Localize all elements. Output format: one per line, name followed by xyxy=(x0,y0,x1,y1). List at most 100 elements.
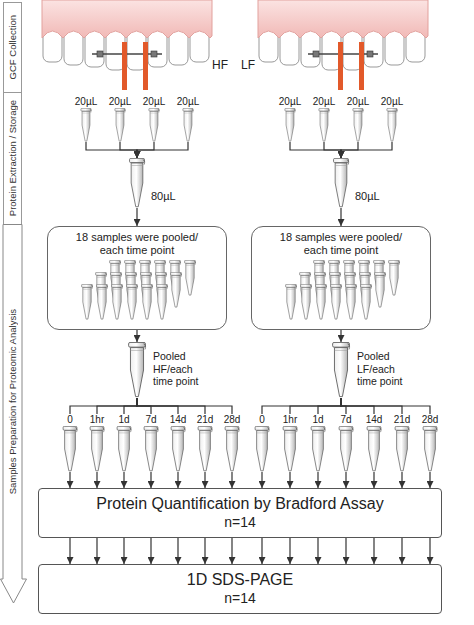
tube-label: 1d xyxy=(104,414,144,426)
flow-connector xyxy=(136,208,137,226)
tube-label: 14d xyxy=(158,414,198,426)
flow-connector xyxy=(261,472,262,488)
process-box: 1D SDS-PAGEn=14 xyxy=(38,564,442,614)
flow-connector xyxy=(137,142,154,158)
flow-connector xyxy=(290,142,341,158)
dental-arch xyxy=(258,0,428,90)
sample-tube: 20µL xyxy=(71,96,101,142)
flow-connector xyxy=(401,538,402,564)
flow-connector xyxy=(341,398,430,414)
tube-shape xyxy=(198,426,212,470)
tube-label: 21d xyxy=(185,414,225,426)
tube-label: 1hr xyxy=(77,414,117,426)
tube-label: 28d xyxy=(212,414,252,426)
tube-shape xyxy=(90,426,104,470)
tube-icon xyxy=(218,426,246,472)
sample-tube: 20µL xyxy=(275,96,305,142)
tube-shape xyxy=(333,342,350,396)
pool-box: 18 samples were pooled/ each time point xyxy=(251,226,431,330)
pool-box: 18 samples were pooled/ each time point xyxy=(47,226,227,330)
tube-icon xyxy=(71,108,101,142)
tube-icon xyxy=(248,426,276,472)
tube-label: 7d xyxy=(131,414,171,426)
tube-icon xyxy=(276,426,304,472)
flow-connector xyxy=(341,398,374,414)
tube-icon xyxy=(105,108,135,142)
tube-shape xyxy=(311,426,325,470)
stage-label: GCF Collection xyxy=(7,15,18,79)
flow-connector xyxy=(373,472,374,488)
sample-tube: 1hr xyxy=(83,414,111,472)
tube-label: 20µL xyxy=(133,96,175,108)
flow-connector xyxy=(341,398,402,414)
tube-shape xyxy=(353,108,363,141)
sample-tube: 21d xyxy=(191,414,219,472)
tube-label: Pooled HF/each time point xyxy=(153,350,212,388)
tube-icon xyxy=(83,426,111,472)
tube-shape xyxy=(81,108,91,141)
tube-icon xyxy=(275,108,305,142)
tube-icon xyxy=(110,426,138,472)
flow-connector xyxy=(124,398,137,414)
flow-connector xyxy=(345,472,346,488)
flow-connector xyxy=(177,472,178,488)
flow-connector xyxy=(289,472,290,488)
tube-icon xyxy=(377,108,407,142)
flow-connector xyxy=(96,538,97,564)
sample-tube: 14d xyxy=(360,414,388,472)
flow-connector xyxy=(136,330,137,342)
flow-connector xyxy=(289,538,290,564)
tube-shape xyxy=(149,108,159,141)
pool-text: 18 samples were pooled/ each time point xyxy=(274,231,408,257)
flow-connector xyxy=(341,142,392,158)
flow-connector xyxy=(340,208,341,226)
process-text: 1D SDS-PAGE xyxy=(187,570,293,590)
sample-tube: 28d xyxy=(218,414,246,472)
flow-connector xyxy=(340,330,341,342)
tube-label: 20µL xyxy=(371,96,413,108)
tube-icon xyxy=(343,108,373,142)
sample-tube: 20µL xyxy=(343,96,373,142)
tube-label: 20µL xyxy=(269,96,311,108)
process-text: n=14 xyxy=(224,514,256,532)
tube-label: 80µL xyxy=(355,190,390,203)
tube-shape xyxy=(225,426,239,470)
stage-band: Protein Extraction / Storage xyxy=(3,92,22,224)
stage-label: Protein Extraction / Storage xyxy=(7,100,18,216)
tube-icon xyxy=(191,426,219,472)
flow-connector xyxy=(137,398,151,414)
tube-icon xyxy=(173,108,203,142)
stage-label: Samples Preparation for Proteomic Analys… xyxy=(7,309,18,494)
process-box: Protein Quantification by Bradford Assay… xyxy=(38,488,442,538)
flow-connector xyxy=(290,398,341,414)
tube-shape xyxy=(63,426,77,470)
flow-connector xyxy=(429,538,430,564)
sample-tube: 1d xyxy=(110,414,138,472)
flow-connector xyxy=(231,538,232,564)
flow-connector xyxy=(137,142,188,158)
tube-shape xyxy=(283,426,297,470)
arrow-shape xyxy=(1,225,27,604)
tube-label: 0 xyxy=(242,414,282,426)
flow-connector xyxy=(70,398,137,414)
tube-shape xyxy=(144,426,158,470)
tube-label: 1hr xyxy=(270,414,310,426)
sample-tube: 20µL xyxy=(309,96,339,142)
tube-rack xyxy=(82,260,196,319)
tube-label: 1d xyxy=(298,414,338,426)
flow-connector xyxy=(69,538,70,564)
flow-connector xyxy=(373,538,374,564)
tube-shape xyxy=(117,426,131,470)
sample-tube: 7d xyxy=(137,414,165,472)
tube-label: 20µL xyxy=(337,96,379,108)
tube-icon xyxy=(56,426,84,472)
flow-connector xyxy=(341,398,346,414)
flow-connector xyxy=(96,472,97,488)
flow-connector xyxy=(401,472,402,488)
tube-icon xyxy=(328,342,354,398)
sample-tube: 1d xyxy=(304,414,332,472)
tube-icon xyxy=(164,426,192,472)
sample-tube: 0 xyxy=(56,414,84,472)
sample-tube: 80µL xyxy=(126,158,186,208)
flow-connector xyxy=(137,398,178,414)
